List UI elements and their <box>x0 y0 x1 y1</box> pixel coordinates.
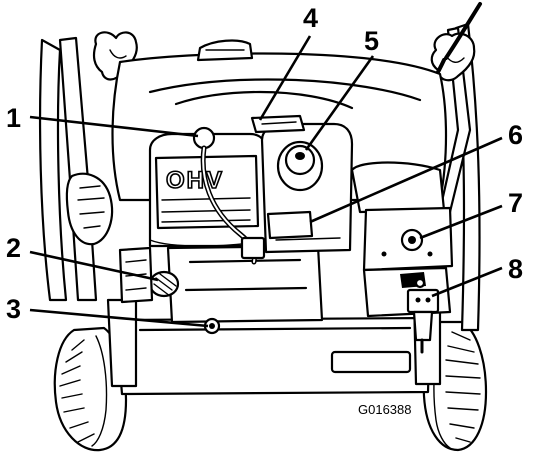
callout-4-leader <box>258 35 312 121</box>
callout-6-leader <box>309 136 503 224</box>
callout-5-leader <box>304 55 375 151</box>
callout-1-leader <box>29 115 199 138</box>
callout-7-leader <box>419 204 503 240</box>
callout-5: 5 <box>364 26 379 56</box>
oil-fill-cap <box>148 270 180 298</box>
callout-2: 2 <box>6 233 21 263</box>
choke-lever <box>250 114 306 134</box>
callout-8: 8 <box>508 254 523 284</box>
primer-housing <box>266 210 314 240</box>
callout-4: 4 <box>303 3 318 33</box>
callout-3: 3 <box>6 294 21 324</box>
figure-code: G016388 <box>358 402 412 417</box>
callout-6: 6 <box>508 120 523 150</box>
callout-7: 7 <box>508 188 523 218</box>
electric-start-plug <box>406 277 440 354</box>
engine-brand-label: OHV <box>166 167 224 194</box>
callout-1: 1 <box>6 103 21 133</box>
callout-2-leader <box>29 250 159 282</box>
spark-plug-wire <box>192 126 266 265</box>
fuel-cap <box>276 140 324 192</box>
callout-3-leader <box>29 308 209 328</box>
control-cable <box>444 2 482 60</box>
callout-8-leader <box>431 266 503 298</box>
